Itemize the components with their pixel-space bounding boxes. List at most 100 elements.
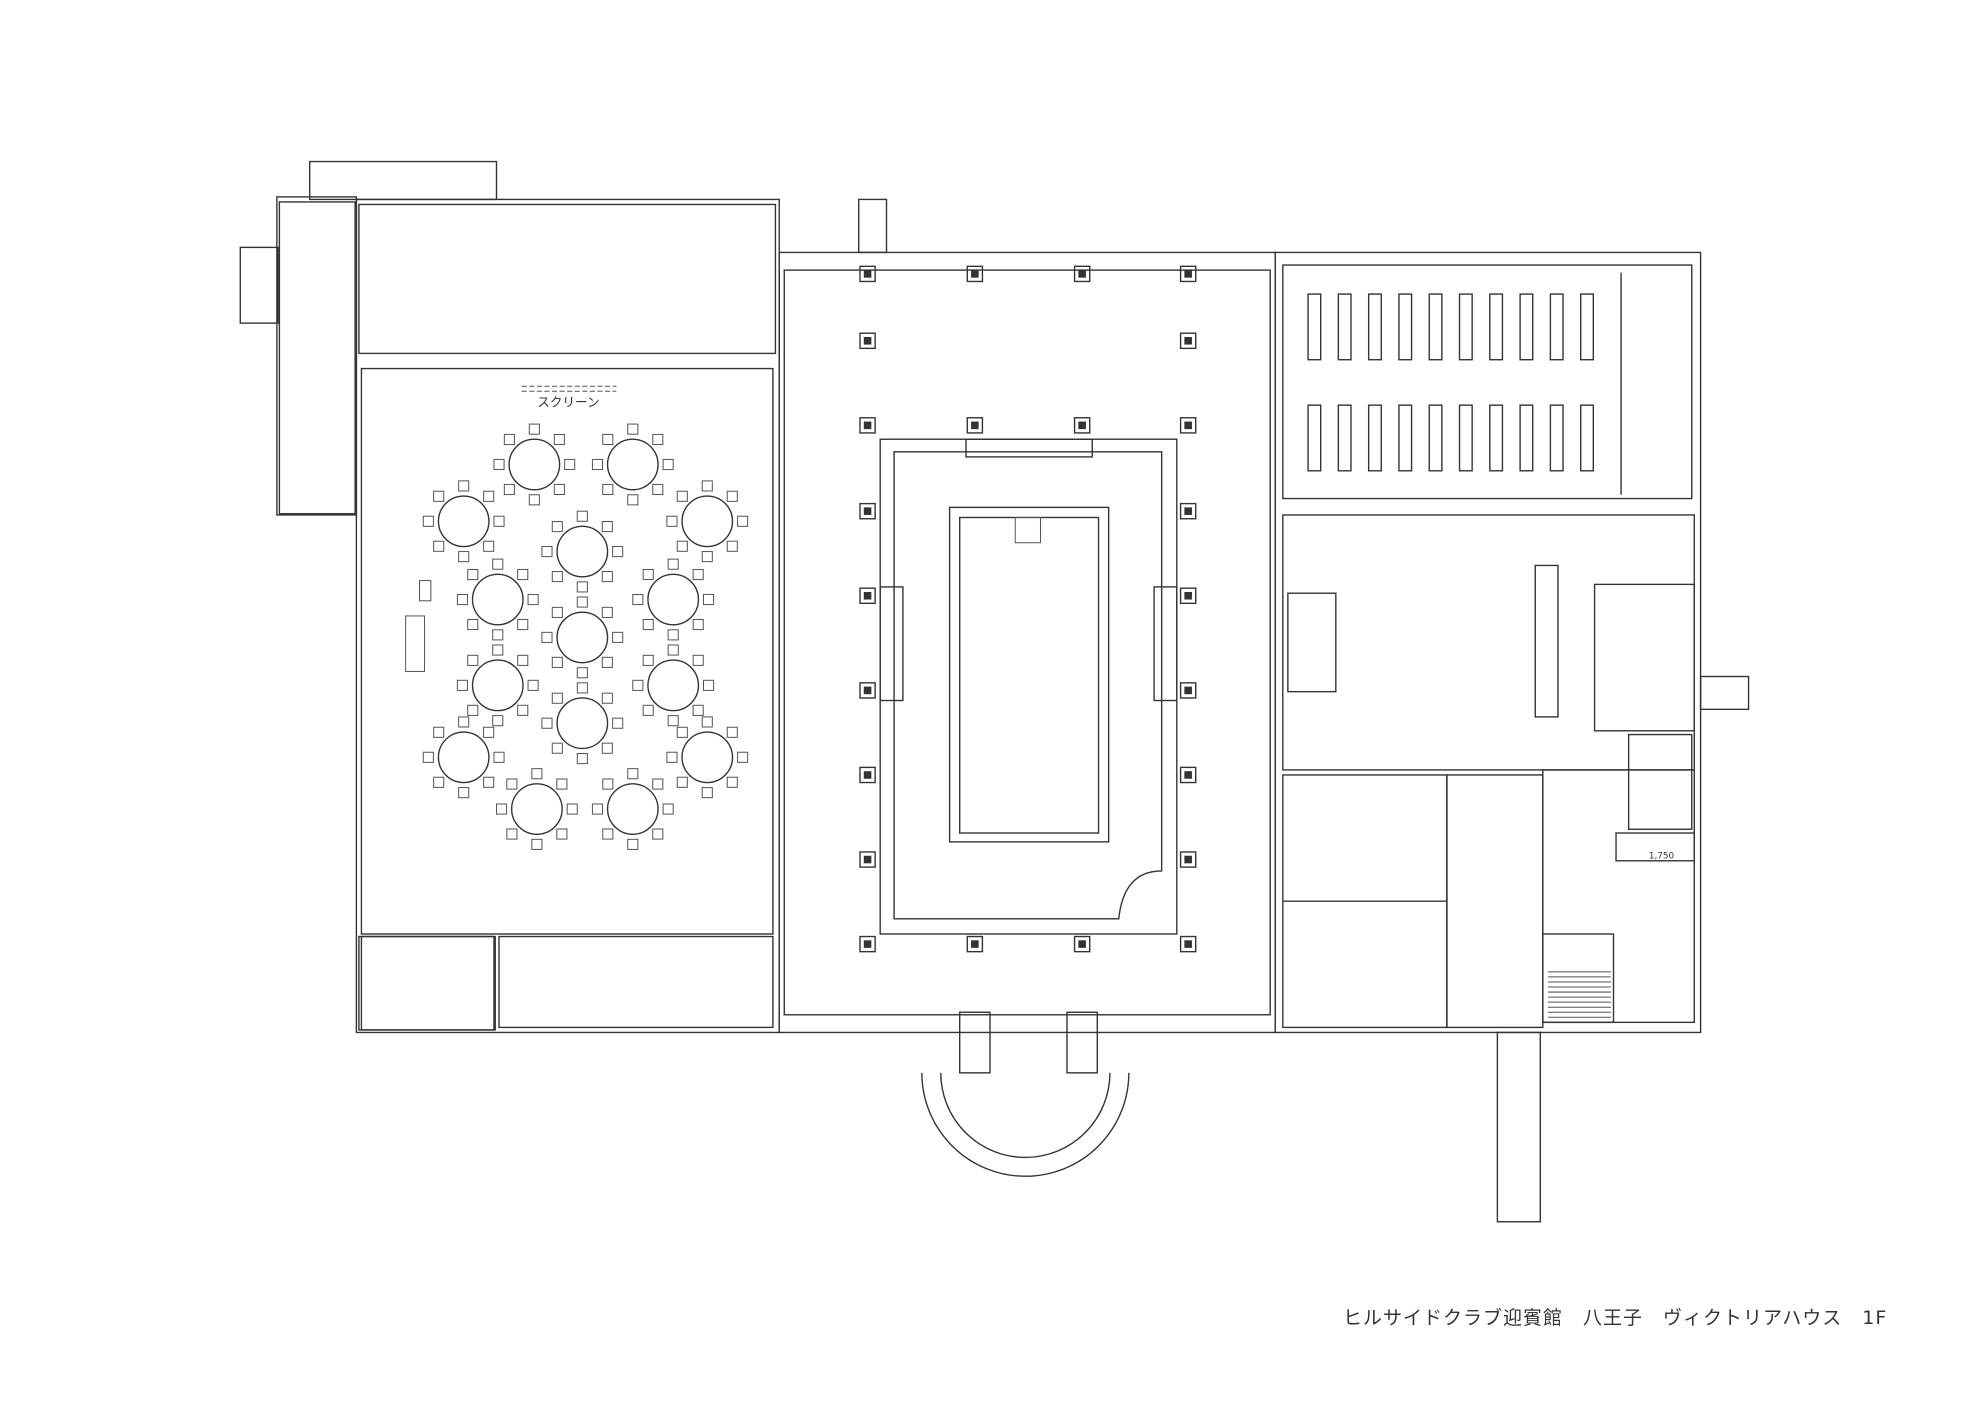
chair <box>492 629 504 641</box>
hatched-area-bottom-left <box>358 935 495 1031</box>
column <box>966 265 984 283</box>
dimension-label: 1,750 <box>1649 851 1675 861</box>
bench <box>1489 293 1504 361</box>
banquet-wing: スクリーン <box>239 160 780 1034</box>
column <box>1179 265 1197 283</box>
chair <box>503 433 515 446</box>
chair <box>576 510 588 522</box>
chair <box>576 682 588 694</box>
chair <box>601 521 613 533</box>
bench <box>1549 293 1564 361</box>
chair <box>531 838 543 850</box>
screen-label: スクリーン <box>537 394 599 409</box>
chair <box>551 742 563 754</box>
chair <box>493 751 505 763</box>
chair <box>422 515 434 527</box>
chair <box>564 458 576 471</box>
chair <box>483 776 495 788</box>
column <box>1179 502 1197 520</box>
column <box>859 935 876 953</box>
chair <box>553 433 565 446</box>
chair <box>601 656 613 668</box>
chair <box>483 490 495 502</box>
column <box>859 332 876 350</box>
chair <box>467 704 479 716</box>
bench <box>1458 404 1473 472</box>
column <box>1073 935 1091 953</box>
bench <box>1519 293 1534 361</box>
chair <box>517 654 529 666</box>
chair <box>433 490 445 502</box>
chair <box>517 568 529 581</box>
chair <box>701 551 713 563</box>
column <box>859 766 876 784</box>
chair <box>576 596 588 608</box>
chair <box>652 483 664 496</box>
bench <box>1398 293 1413 361</box>
chair <box>566 803 578 815</box>
chair <box>517 704 529 716</box>
chair <box>576 581 588 593</box>
chair <box>541 546 553 558</box>
column <box>966 417 984 434</box>
round-table <box>422 716 505 799</box>
chair <box>701 787 713 799</box>
chair <box>652 433 664 446</box>
chair <box>551 571 563 583</box>
chair <box>433 776 445 788</box>
column <box>1179 587 1197 605</box>
chair <box>652 828 664 840</box>
chair <box>662 803 674 815</box>
chair <box>692 618 704 631</box>
chair <box>495 803 508 815</box>
chair <box>553 483 565 496</box>
chair <box>528 494 540 506</box>
chair <box>493 515 505 527</box>
round-table <box>456 558 539 641</box>
bench <box>1489 404 1504 472</box>
chair <box>642 654 654 666</box>
chair <box>612 546 624 558</box>
round-table <box>591 423 674 506</box>
chair <box>506 828 518 840</box>
column <box>859 265 876 283</box>
bench <box>1579 404 1595 472</box>
column <box>1179 682 1197 699</box>
bench <box>1458 293 1473 361</box>
chair <box>551 656 563 668</box>
chair <box>576 667 588 679</box>
chair <box>456 679 468 691</box>
chair <box>702 679 715 691</box>
chair <box>506 778 518 790</box>
chair <box>458 480 470 492</box>
chair <box>458 551 470 563</box>
bench <box>1337 404 1352 472</box>
chair <box>702 593 715 606</box>
chair <box>483 540 495 552</box>
chair <box>726 490 738 502</box>
chair <box>433 540 445 552</box>
chair <box>422 751 434 763</box>
staircase <box>1547 971 1611 1018</box>
chair <box>692 654 704 666</box>
bench <box>1337 293 1352 361</box>
round-table <box>541 510 624 593</box>
column <box>1073 265 1091 283</box>
chair <box>493 458 505 471</box>
chair <box>692 704 704 716</box>
round-table <box>632 644 715 727</box>
chair <box>531 768 543 780</box>
chair <box>701 480 713 492</box>
hatched-areas <box>278 201 1695 1031</box>
column <box>966 935 984 953</box>
column <box>859 417 876 434</box>
chair <box>667 715 679 727</box>
bench <box>1398 404 1413 472</box>
chair <box>503 483 515 496</box>
chair <box>692 568 704 581</box>
columns <box>859 265 1197 953</box>
chair <box>456 593 468 606</box>
column <box>1179 766 1197 784</box>
